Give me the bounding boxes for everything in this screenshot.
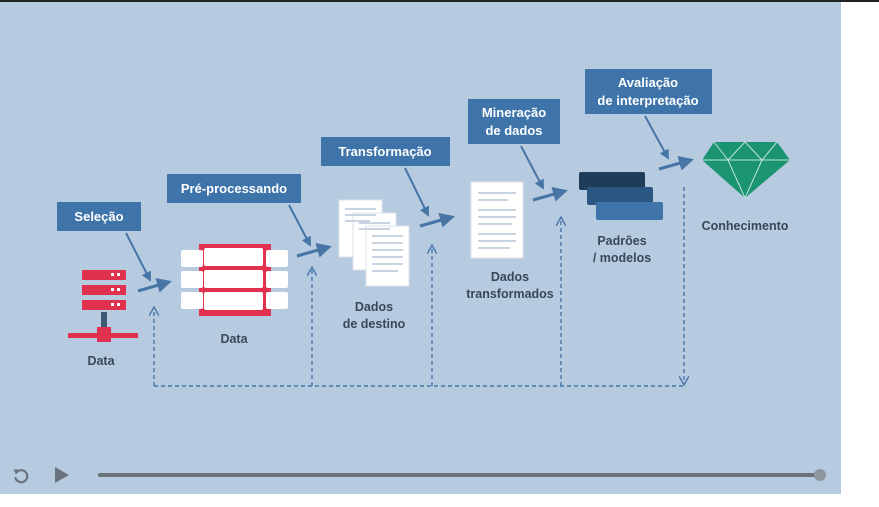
label-avaliacao-text-2: de interpretação [597,93,698,108]
caption-transformados-1: Dados [491,270,529,284]
label-mineracao-text-2: de dados [485,123,542,138]
video-player[interactable]: Seleção Pré-processando Transformação Mi… [0,2,841,494]
flow-arrows [137,156,694,293]
label-selecao: Seleção [57,202,141,231]
player-controls [0,454,841,494]
label-selecao-text: Seleção [74,209,123,224]
caption-destino-2: de destino [343,317,406,331]
caption-data: Data [220,332,248,346]
caption-transformados-2: transformados [466,287,554,301]
label-avaliacao: Avaliação de interpretação [585,69,712,114]
transformed-document-icon [470,181,524,259]
label-preprocessando: Pré-processando [167,174,301,203]
database-server-icon [68,270,138,342]
caption-destino-1: Dados [355,300,393,314]
progress-bar[interactable] [98,469,826,481]
caption-padroes-2: / modelos [593,251,651,265]
play-icon[interactable] [50,464,72,486]
label-mineracao-text-1: Mineração [482,105,546,120]
label-pointers [125,115,669,282]
caption-conhecimento: Conhecimento [702,219,789,233]
label-mineracao: Mineração de dados [468,99,560,144]
label-transformacao-text: Transformação [338,144,431,159]
feedback-loop [154,187,684,387]
caption-padroes-1: Padrões [597,234,646,248]
label-avaliacao-text-1: Avaliação [618,75,678,90]
replay-icon[interactable] [10,464,32,486]
progress-handle[interactable] [814,469,826,481]
target-documents-lines [345,208,403,272]
data-table-icon [181,244,288,316]
kdd-process-diagram: Seleção Pré-processando Transformação Mi… [57,69,790,387]
diamond-gem-icon [702,141,790,199]
patterns-stack-icon [579,172,663,220]
caption-data-source: Data [87,354,115,368]
label-preprocessando-text: Pré-processando [181,181,287,196]
progress-fill [98,473,820,477]
label-transformacao: Transformação [321,137,450,166]
top-rule [0,0,879,2]
